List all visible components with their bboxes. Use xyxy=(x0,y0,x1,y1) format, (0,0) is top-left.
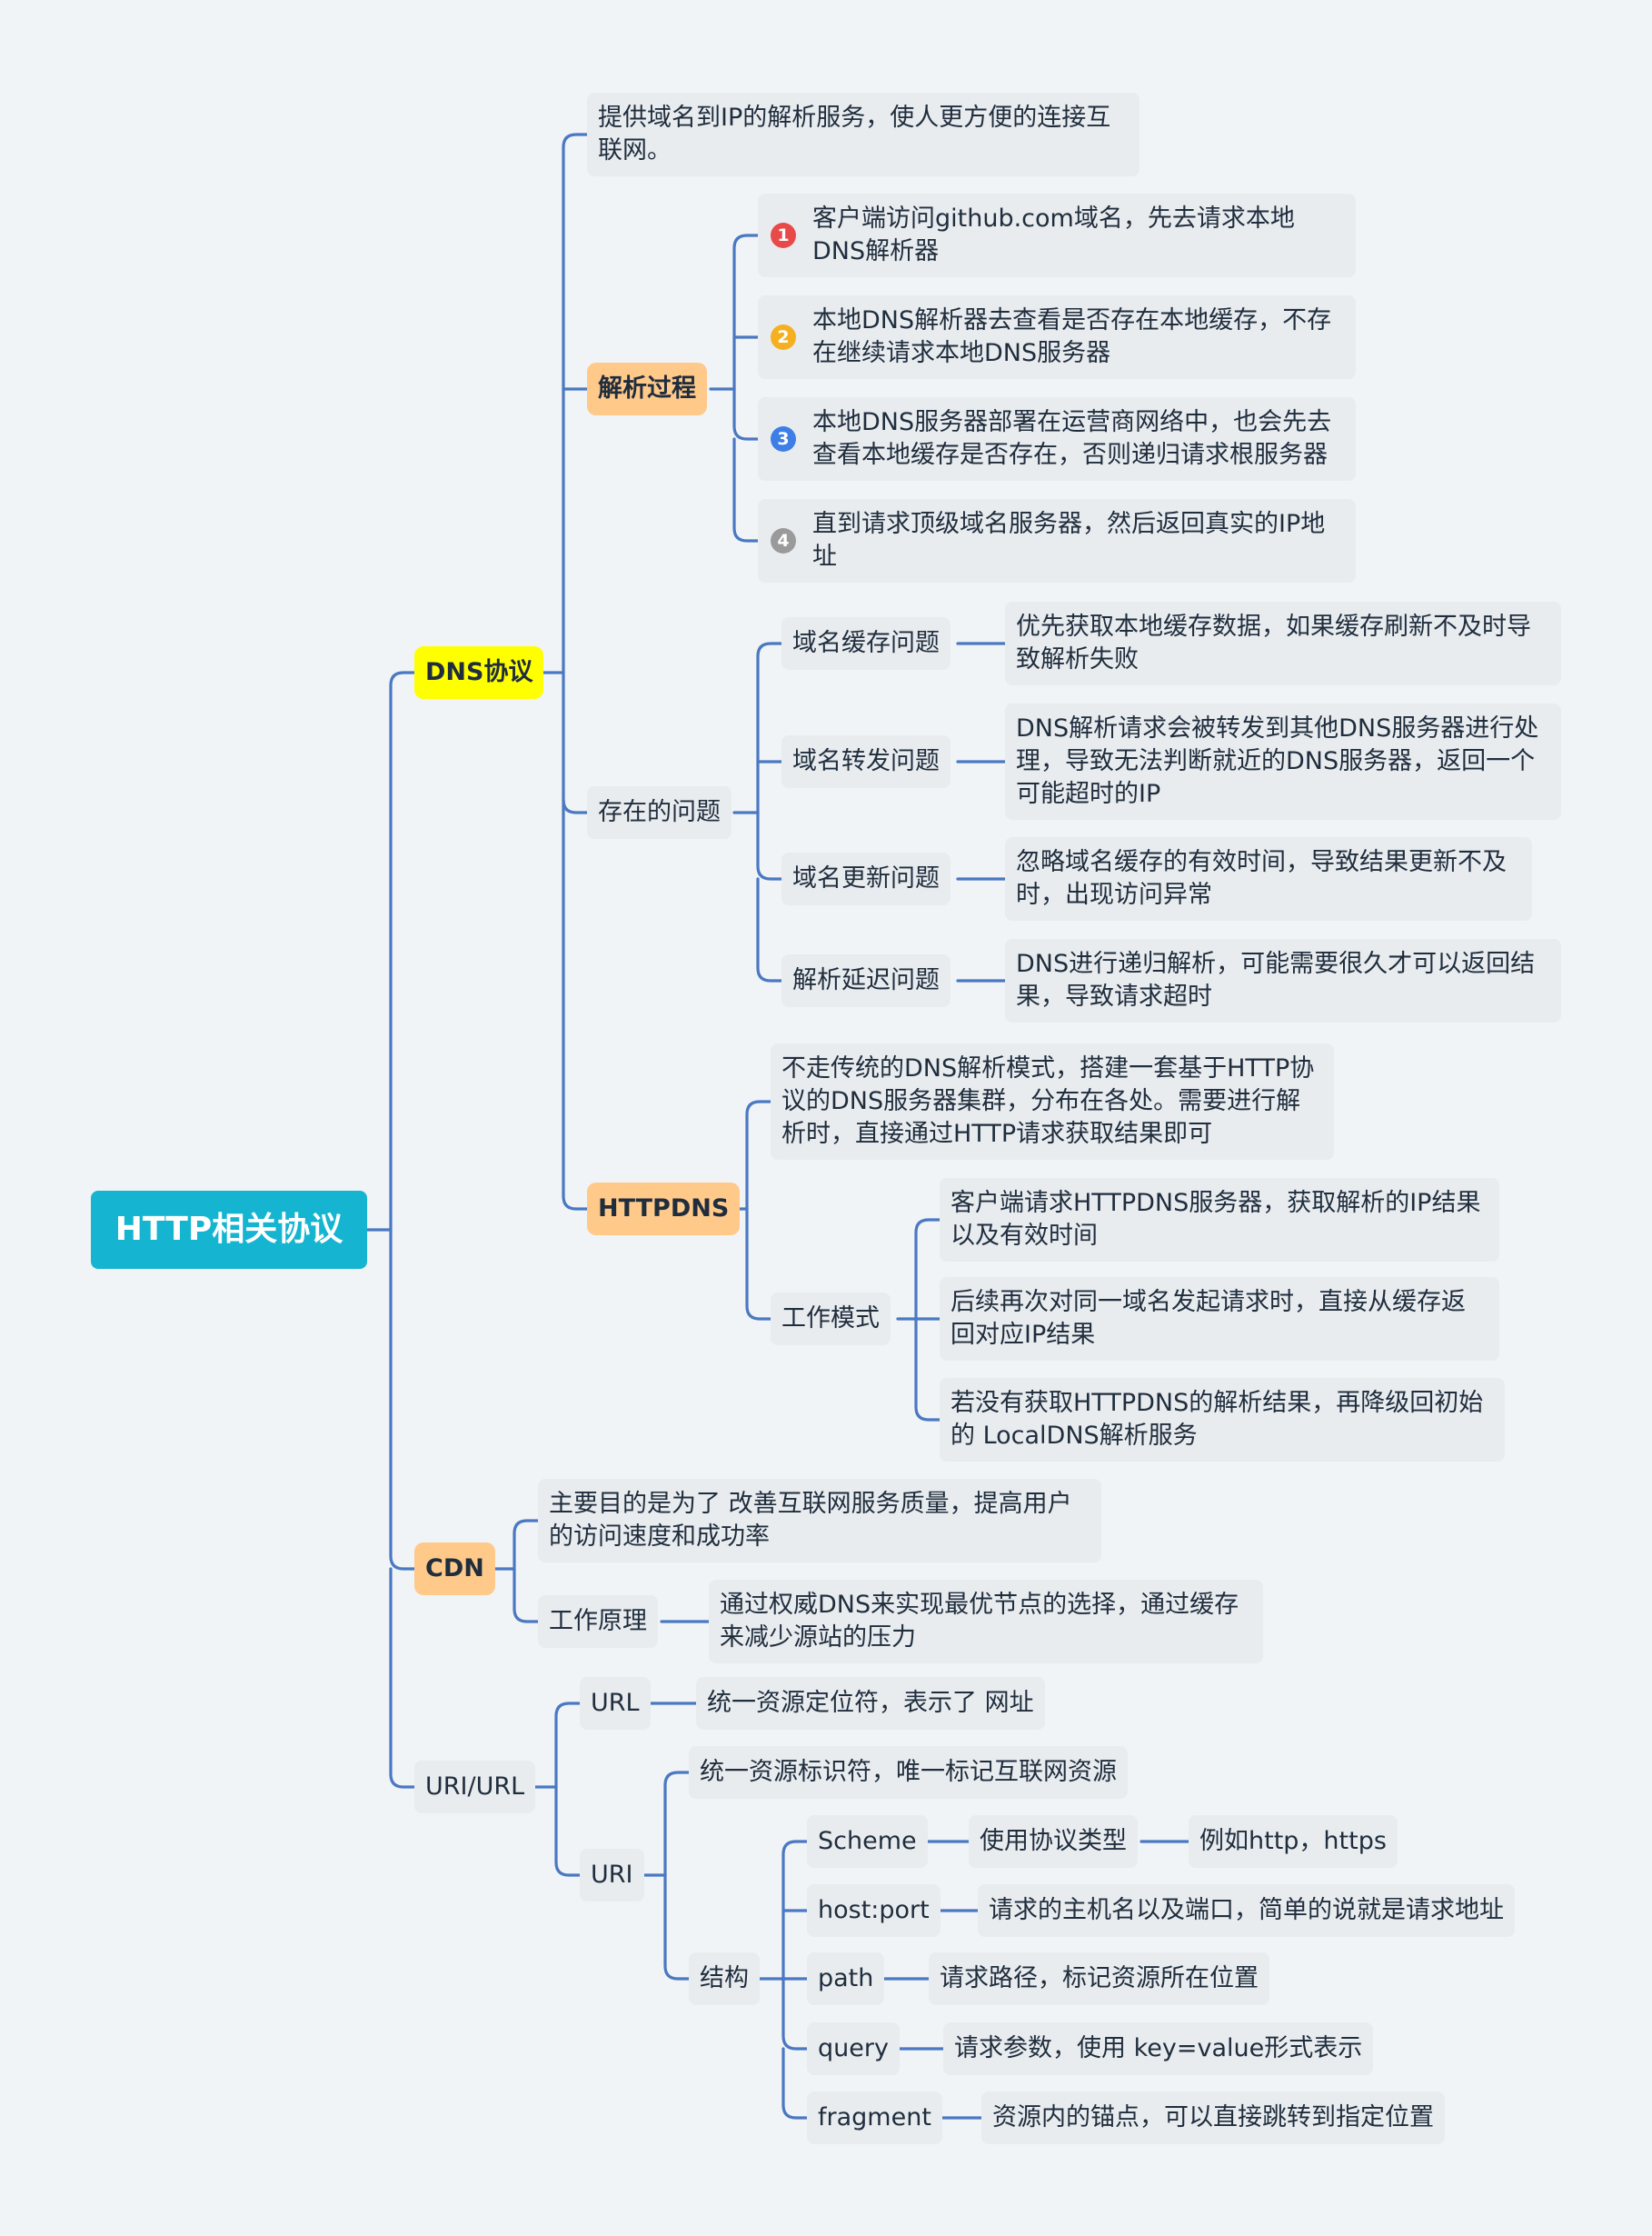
node-httpdns[interactable]: HTTPDNS xyxy=(587,1183,741,1235)
step-2: 2 本地DNS解析器去查看是否存在本地缓存，不存在继续请求本地DNS服务器 xyxy=(758,295,1356,379)
problem-domain-forward-desc: DNS解析请求会被转发到其他DNS服务器进行处理，导致无法判断就近的DNS服务器… xyxy=(1005,704,1561,820)
step-1-badge-icon: 1 xyxy=(771,223,796,248)
problem-resolution-delay-desc: DNS进行递归解析，可能需要很久才可以返回结果，导致请求超时 xyxy=(1005,939,1561,1023)
structure-query[interactable]: query xyxy=(807,2022,900,2075)
problem-domain-update[interactable]: 域名更新问题 xyxy=(781,853,950,905)
step-4: 4 直到请求顶级域名服务器，然后返回真实的IP地址 xyxy=(758,499,1356,583)
problem-domain-forward[interactable]: 域名转发问题 xyxy=(781,735,950,788)
url-description: 统一资源定位符，表示了 网址 xyxy=(696,1677,1045,1730)
node-existing-problems[interactable]: 存在的问题 xyxy=(587,786,731,839)
node-uri[interactable]: URI xyxy=(580,1849,644,1902)
httpdns-description: 不走传统的DNS解析模式，搭建一套基于HTTP协议的DNS服务器集群，分布在各处… xyxy=(771,1043,1334,1160)
uri-description: 统一资源标识符，唯一标记互联网资源 xyxy=(689,1746,1128,1799)
structure-scheme-desc: 使用协议类型 xyxy=(969,1815,1138,1868)
step-2-badge-icon: 2 xyxy=(771,324,796,350)
node-cdn-principle[interactable]: 工作原理 xyxy=(538,1595,658,1648)
step-4-badge-icon: 4 xyxy=(771,528,796,554)
problem-domain-cache[interactable]: 域名缓存问题 xyxy=(781,617,950,670)
problem-domain-cache-desc: 优先获取本地缓存数据，如果缓存刷新不及时导致解析失败 xyxy=(1005,602,1561,685)
problem-domain-update-desc: 忽略域名缓存的有效时间，导致结果更新不及时，出现访问异常 xyxy=(1005,837,1532,921)
structure-host-port[interactable]: host:port xyxy=(807,1884,940,1937)
node-work-mode[interactable]: 工作模式 xyxy=(771,1293,891,1345)
step-1: 1 客户端访问github.com域名，先去请求本地DNS解析器 xyxy=(758,194,1356,277)
root-node-http-protocols[interactable]: HTTP相关协议 xyxy=(91,1191,367,1269)
structure-fragment[interactable]: fragment xyxy=(807,2091,942,2144)
structure-path[interactable]: path xyxy=(807,1952,885,2005)
step-1-text: 客户端访问github.com域名，先去请求本地DNS解析器 xyxy=(812,205,1295,265)
structure-query-desc: 请求参数，使用 key=value形式表示 xyxy=(943,2022,1374,2075)
work-mode-item-2: 后续再次对同一域名发起请求时，直接从缓存返回对应IP结果 xyxy=(940,1277,1499,1361)
dns-description: 提供域名到IP的解析服务，使人更方便的连接互联网。 xyxy=(587,93,1139,176)
step-3: 3 本地DNS服务器部署在运营商网络中，也会先去查看本地缓存是否存在，否则递归请… xyxy=(758,397,1356,481)
work-mode-item-3: 若没有获取HTTPDNS的解析结果，再降级回初始的 LocalDNS解析服务 xyxy=(940,1378,1505,1462)
branch-dns-protocol[interactable]: DNS协议 xyxy=(414,646,544,699)
node-structure[interactable]: 结构 xyxy=(689,1952,760,2005)
cdn-description: 主要目的是为了 改善互联网服务质量，提高用户的访问速度和成功率 xyxy=(538,1479,1101,1562)
structure-scheme-example: 例如http，https xyxy=(1189,1815,1398,1868)
step-3-text: 本地DNS服务器部署在运营商网络中，也会先去查看本地缓存是否存在，否则递归请求根… xyxy=(812,408,1332,469)
branch-uri-url[interactable]: URI/URL xyxy=(414,1761,536,1813)
structure-host-port-desc: 请求的主机名以及端口，简单的说就是请求地址 xyxy=(978,1884,1515,1937)
step-3-badge-icon: 3 xyxy=(771,426,796,452)
problem-resolution-delay[interactable]: 解析延迟问题 xyxy=(781,954,950,1007)
cdn-principle-desc: 通过权威DNS来实现最优节点的选择，通过缓存来减少源站的压力 xyxy=(709,1580,1263,1663)
step-2-text: 本地DNS解析器去查看是否存在本地缓存，不存在继续请求本地DNS服务器 xyxy=(812,306,1332,367)
node-url[interactable]: URL xyxy=(580,1677,651,1730)
branch-cdn[interactable]: CDN xyxy=(414,1542,495,1595)
structure-fragment-desc: 资源内的锚点，可以直接跳转到指定位置 xyxy=(981,2091,1445,2144)
node-resolution-process[interactable]: 解析过程 xyxy=(587,363,707,415)
structure-scheme[interactable]: Scheme xyxy=(807,1815,928,1868)
step-4-text: 直到请求顶级域名服务器，然后返回真实的IP地址 xyxy=(812,510,1326,571)
work-mode-item-1: 客户端请求HTTPDNS服务器，获取解析的IP结果以及有效时间 xyxy=(940,1178,1499,1262)
structure-path-desc: 请求路径，标记资源所在位置 xyxy=(929,1952,1269,2005)
